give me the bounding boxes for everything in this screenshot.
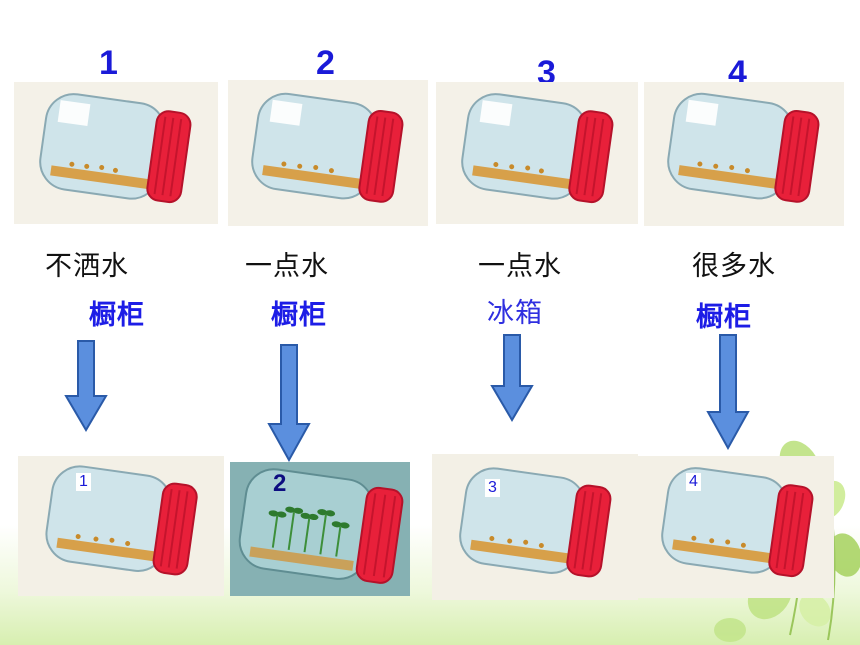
down-arrow-icon <box>706 334 750 450</box>
jar-icon <box>461 93 614 204</box>
jar-icon <box>45 465 198 576</box>
down-arrow-icon <box>64 340 108 432</box>
jar-icon <box>459 467 612 578</box>
result-jar-image-4 <box>636 456 834 598</box>
jar-icon <box>661 467 814 578</box>
water-label-2: 一点水 <box>245 251 329 282</box>
result-jar-image-2 <box>230 462 410 596</box>
result-jar-image-1 <box>18 456 224 596</box>
experiment-number-1: 1 <box>99 44 118 82</box>
jar-image-4 <box>644 82 844 226</box>
down-arrow-icon <box>267 344 311 462</box>
place-label-2: 橱柜 <box>271 300 327 331</box>
jar-icon <box>667 92 820 203</box>
result-jar-image-3 <box>432 454 638 600</box>
result-number-3: 3 <box>485 479 500 497</box>
jar-icon <box>251 92 404 203</box>
jar-image-2 <box>228 80 428 226</box>
jar-image-1 <box>14 82 218 224</box>
result-number-2: 2 <box>273 470 287 497</box>
experiment-number-2: 2 <box>316 44 335 82</box>
jar-icon <box>39 93 192 204</box>
result-number-4: 4 <box>686 473 701 491</box>
water-label-3: 一点水 <box>478 251 562 282</box>
place-label-3: 冰箱 <box>487 298 543 329</box>
result-number-1: 1 <box>76 473 91 491</box>
place-label-1: 橱柜 <box>89 300 145 331</box>
jar-icon <box>230 462 410 596</box>
water-label-1: 不洒水 <box>45 251 129 282</box>
jar-image-3 <box>436 82 638 224</box>
place-label-4: 橱柜 <box>696 302 752 333</box>
down-arrow-icon <box>490 334 534 422</box>
water-label-4: 很多水 <box>692 251 776 282</box>
